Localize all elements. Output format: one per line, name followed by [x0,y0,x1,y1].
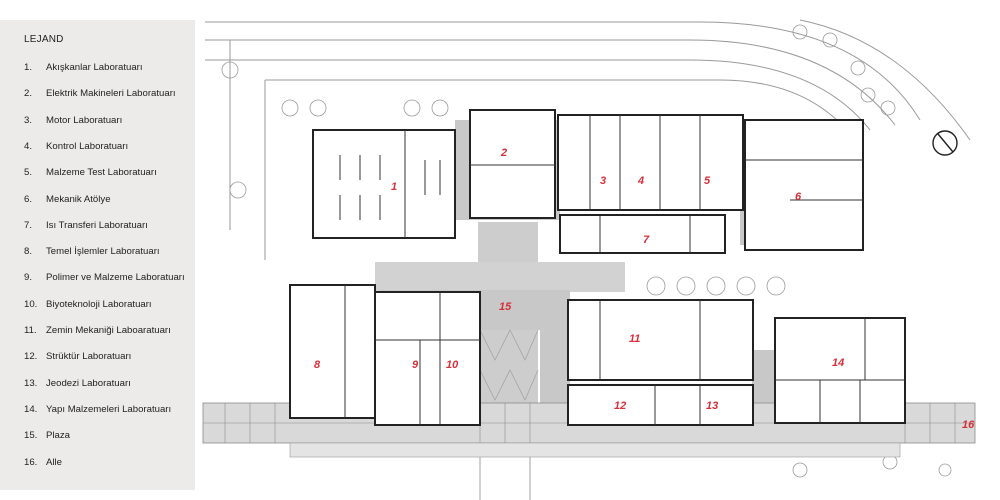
legend-item-label: Isı Transferi Laboratuarı [46,219,148,231]
legend-item-number: 3. [24,114,33,126]
room-label-8: 8 [314,359,321,371]
legend-item-label: Mekanik Atölye [46,193,111,205]
north-arrow-icon [932,130,958,156]
legend-item: 1. Akışkanlar Laboratuarı [24,62,143,73]
legend-item-number: 10. [24,298,38,310]
legend-item-label: Polimer ve Malzeme Laboratuarı [46,272,185,284]
room-label-15: 15 [499,301,512,313]
legend-item-label: Zemin Mekaniği Laboaratuarı [46,325,171,336]
trees [221,24,952,478]
site-road [205,19,971,260]
room-labels: 1 2 3 4 5 6 7 8 9 10 11 12 13 14 15 16 [314,147,975,431]
room-label-4: 4 [637,175,644,187]
room-label-13: 13 [706,400,718,412]
room-label-1: 1 [391,181,397,193]
room-label-11: 11 [629,333,640,345]
legend-item-number: 16. [24,456,38,468]
legend-item: 10. Biyoteknoloji Laboratuarı [24,299,152,310]
legend-item-label: Strüktür Laboratuarı [46,351,132,363]
legend-item: 6. Mekanik Atölye [24,194,111,205]
legend-item-number: 6. [24,193,33,205]
legend-item: 3. Motor Laboratuarı [24,115,122,126]
legend-panel: LEJAND 1. Akışkanlar Laboratuarı 2. Elektri… [0,20,195,490]
room-label-9: 9 [412,359,419,371]
legend-item: 8. Temel İşlemler Laboratuarı [24,246,160,257]
legend-item: 4. Kontrol Laboratuarı [24,141,128,152]
legend-item: 5. Malzeme Test Laboratuarı [24,167,157,178]
legend-item: 9. Polimer ve Malzeme Laboratuarı [24,272,185,283]
legend-item: 12. Strüktür Laboratuarı [24,351,131,362]
room-label-16: 16 [962,419,975,431]
room-label-7: 7 [643,234,650,246]
legend-title: LEJAND [24,34,64,45]
legend-item: 11. Zemin Mekaniği Laboaratuarı [24,325,171,336]
legend-item-label: Temel İşlemler Laboratuarı [46,246,160,258]
legend-item: 13. Jeodezi Laboratuarı [24,378,131,389]
legend-item: 16. Alle [24,457,62,468]
legend-item-label: Malzeme Test Laboratuarı [46,167,157,179]
legend-item-label: Kontrol Laboratuarı [46,140,129,152]
legend-item-number: 8. [24,246,33,258]
room-label-14: 14 [832,357,844,369]
legend-item-number: 15. [24,430,38,442]
legend-item-label: Yapı Malzemeleri Laboratuarı [46,403,172,415]
legend-item-number: 1. [24,62,33,73]
legend-item-label: Alle [46,456,62,468]
legend-item-label: Motor Laboratuarı [46,114,123,126]
room-label-5: 5 [704,175,711,187]
legend-item-number: 14. [24,403,38,415]
legend-item-label: Elektrik Makineleri Laboratuarı [46,88,176,100]
legend-item-number: 5. [24,167,33,179]
legend-item-label: Jeodezi Laboratuarı [46,377,131,389]
room-label-3: 3 [600,175,606,187]
legend-item-number: 7. [24,219,33,231]
legend-item-number: 4. [24,140,33,152]
legend-item-number: 9. [24,272,33,284]
legend-item-label: Biyoteknoloji Laboratuarı [46,298,152,310]
interior-walls [344,115,905,425]
legend-item-number: 12. [24,351,38,363]
legend-item-number: 13. [24,377,38,389]
room-label-12: 12 [614,400,626,412]
building-blocks [289,109,906,426]
legend-item-number: 11. [24,325,37,336]
room-label-2: 2 [500,147,507,159]
plaza-pattern [479,329,539,401]
room-label-10: 10 [446,359,459,371]
legend-item: 14. Yapı Malzemeleri Laboratuarı [24,404,171,415]
room-label-6: 6 [795,191,802,203]
legend-item: 15. Plaza [24,430,70,441]
legend-item-number: 2. [24,88,33,100]
legend-item-label: Akışkanlar Laboratuarı [46,62,143,73]
legend-item-label: Plaza [46,430,70,442]
fixtures [339,155,441,220]
legend-item: 7. Isı Transferi Laboratuarı [24,220,148,231]
legend-item: 2. Elektrik Makineleri Laboratuarı [24,88,176,99]
